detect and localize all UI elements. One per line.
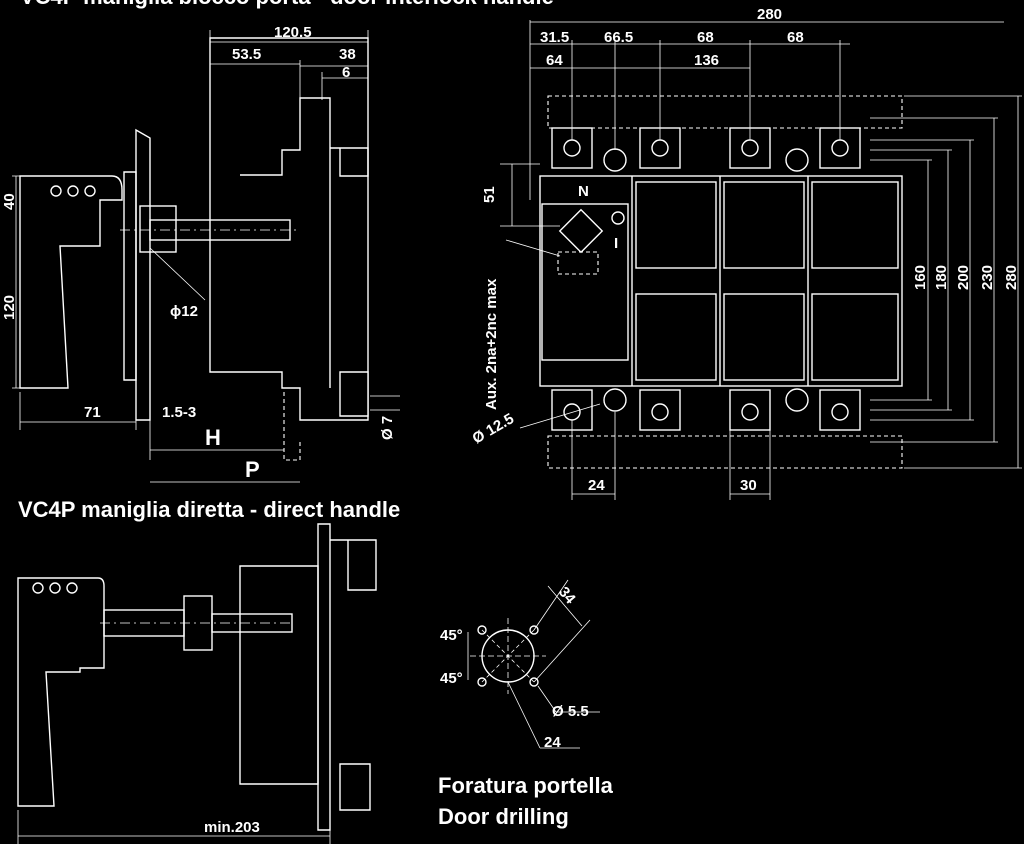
dim-24-drill: 24 (544, 734, 561, 751)
dim-31-5: 31.5 (540, 29, 569, 46)
handle-square (558, 208, 604, 254)
dim-phi7: Ø 7 (379, 416, 396, 440)
switch-front-body (539, 175, 903, 387)
door-drilling: 34 45° 45° Ø 5.5 24 (440, 579, 600, 751)
dim-136: 136 (694, 52, 719, 69)
dim-68-a: 68 (697, 29, 714, 46)
dim-6: 6 (342, 64, 350, 81)
dim-H: H (205, 425, 221, 450)
dim-200: 200 (955, 265, 972, 290)
door-panel (135, 128, 151, 421)
direct-switch-body (239, 565, 319, 785)
switch-body (209, 37, 369, 421)
side-view: 120.5 53.5 38 6 40 120 ϕ12 71 1.5-3 H P … (1, 24, 400, 483)
direct-handle (17, 577, 105, 807)
dim-24: 24 (588, 477, 605, 494)
dim-120-5: 120.5 (274, 24, 312, 41)
dim-280-top: 280 (757, 6, 782, 23)
handle-hole (50, 185, 62, 197)
dim-30: 30 (740, 477, 757, 494)
angle-45-a: 45° (440, 627, 463, 644)
dim-230: 230 (979, 265, 996, 290)
handle-hole (84, 185, 96, 197)
dim-phi12-5: Ø 12.5 (470, 410, 517, 447)
title-drilling-en: Door drilling (438, 804, 569, 829)
aux-label: Aux. 2na+2nc max (483, 278, 500, 410)
label-N: N (578, 183, 589, 200)
dim-53-5: 53.5 (232, 46, 261, 63)
dim-34: 34 (555, 584, 579, 608)
interlock-handle (19, 175, 123, 389)
title-drilling-it: Foratura portella (438, 773, 614, 798)
dim-51: 51 (481, 186, 498, 203)
dim-P: P (245, 457, 260, 482)
direct-handle-view: min.203 (17, 523, 377, 844)
title-direct: VC4P maniglia diretta - direct handle (18, 497, 400, 522)
dim-min203: min.203 (204, 819, 260, 836)
mechanism (541, 203, 629, 361)
dim-phi5-5: Ø 5.5 (552, 703, 589, 720)
dim-160: 160 (912, 265, 929, 290)
dim-66-5: 66.5 (604, 29, 633, 46)
dim-phi12: ϕ12 (170, 303, 198, 320)
dim-38: 38 (339, 46, 356, 63)
dim-120: 120 (1, 295, 18, 320)
front-view: N I 280 31.5 66.5 68 68 64 136 (470, 6, 1022, 500)
handle-hole (67, 185, 79, 197)
label-I: I (614, 235, 618, 252)
dim-1-5-3: 1.5-3 (162, 404, 196, 421)
dim-180: 180 (933, 265, 950, 290)
dim-40: 40 (1, 193, 18, 210)
dim-68-b: 68 (787, 29, 804, 46)
dim-71: 71 (84, 404, 101, 421)
dim-280-right: 280 (1003, 265, 1020, 290)
title-interlock: VC4P maniglia blocco porta - door interl… (20, 0, 554, 9)
angle-45-b: 45° (440, 670, 463, 687)
dim-64: 64 (546, 52, 563, 69)
